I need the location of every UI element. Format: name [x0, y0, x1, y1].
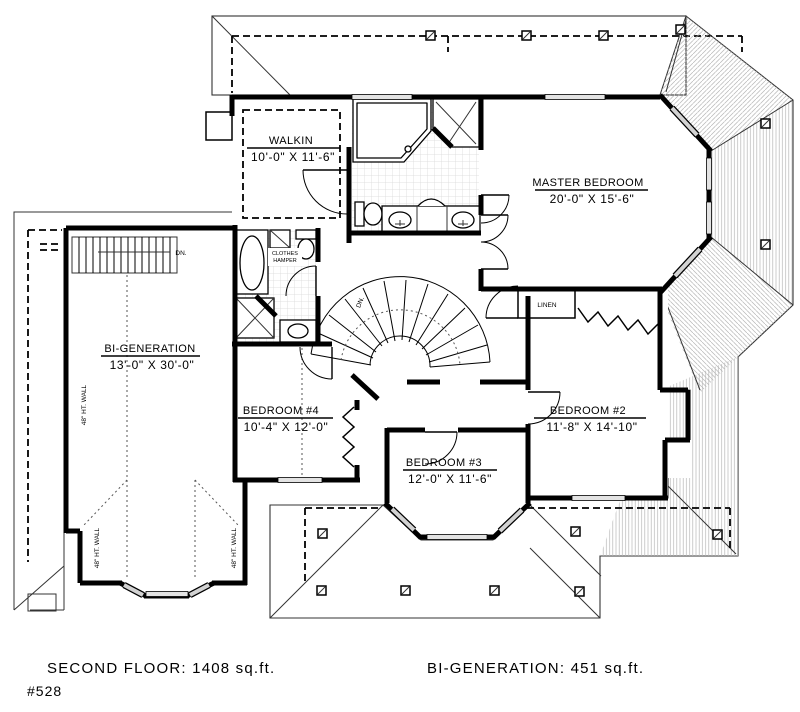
roof-post-icon [400, 585, 411, 596]
second-floor-area-text: SECOND FLOOR: 1408 sq.ft. [47, 660, 275, 677]
room-labels: WALKIN 10'-0" X 11'-6" MASTER BEDROOM 20… [81, 135, 648, 568]
roof-strip-left [13, 211, 232, 612]
roof-post-icon [425, 30, 436, 41]
bifold-closet-doors[interactable] [341, 307, 659, 468]
bathtub-icon [235, 229, 269, 295]
roof-post-icon [574, 586, 585, 597]
bedroom3-label: BEDROOM #3 [406, 457, 482, 469]
roof-post-icon [316, 585, 327, 596]
stairs-down-label: DN. [355, 296, 366, 309]
walkin-label: WALKIN [269, 135, 313, 147]
linen-door [485, 285, 519, 319]
bedroom2-dims: 11'-8" X 14'-10" [546, 420, 637, 434]
roof-top-band [211, 15, 743, 96]
bedroom2-door [527, 391, 561, 425]
half-wall-note: 48" HT. WALL [231, 527, 238, 568]
shower2-icon [235, 294, 278, 339]
corner-tub-icon [352, 98, 432, 163]
chimney [205, 111, 233, 141]
veranda-posts [316, 24, 771, 597]
roof-post-icon [712, 529, 723, 540]
bedroom4-dims: 10'-4" X 12'-0" [244, 420, 329, 434]
roof-post-icon [570, 526, 581, 537]
closet-box-icon [269, 229, 291, 249]
door-arcs[interactable] [285, 169, 561, 465]
master-bathroom-fixtures [352, 98, 481, 235]
roof-post-icon [760, 118, 771, 129]
bedroom4-label: BEDROOM #4 [243, 405, 319, 417]
bi-generation-area-text: BI-GENERATION: 451 sq.ft. [427, 660, 644, 677]
linen-closet: LINEN [517, 289, 576, 319]
bath2-door [285, 265, 317, 297]
roof-post-icon [598, 30, 609, 41]
half-wall-note: 48" HT. WALL [94, 527, 101, 568]
plan-number: #528 [27, 683, 62, 699]
windows [122, 94, 712, 598]
linen-label: LINEN [537, 302, 556, 309]
master-bedroom-dims: 20'-0" X 15'-6" [550, 192, 635, 206]
bi-generation-dims: 13'-0" X 30'-0" [110, 358, 195, 372]
master-double-door [480, 214, 509, 270]
diagonal-windows [122, 105, 703, 598]
bedroom3-dims: 12'-0" X 11'-6" [408, 472, 492, 486]
bedroom4-door [299, 346, 333, 380]
toilet-icon [354, 201, 383, 227]
walkin-dims: 10'-0" X 11'-6" [251, 150, 335, 164]
roof-post-icon [489, 585, 500, 596]
bedroom2-label: BEDROOM #2 [550, 405, 626, 417]
roof-post-icon [760, 239, 771, 250]
walkin-door [302, 169, 348, 215]
walkin-knee-wall [242, 109, 341, 219]
straight-stairs[interactable]: DN. [71, 236, 187, 274]
clothes-hamper-label: HAMPER [273, 258, 297, 264]
master-bath-door [480, 194, 510, 224]
bedroom3-door [424, 431, 458, 465]
footer: SECOND FLOOR: 1408 sq.ft. BI-GENERATION:… [27, 660, 644, 699]
master-bedroom-label: MASTER BEDROOM [532, 177, 643, 189]
bi-generation-label: BI-GENERATION [104, 343, 195, 355]
roof-post-icon [521, 30, 532, 41]
second-bathroom-fixtures: CLOTHES HAMPER [235, 229, 317, 343]
curved-stairs[interactable]: DN. [310, 276, 491, 368]
half-wall-note: 48" HT. WALL [81, 384, 88, 425]
clothes-hamper-label: CLOTHES [272, 251, 298, 257]
stairs-down-label: DN. [175, 250, 186, 257]
sink-icon [279, 319, 317, 343]
roof-post-icon [675, 24, 686, 35]
ceiling-slope-lines [40, 243, 303, 580]
roof-post-icon [317, 528, 328, 539]
double-vanity-icon [381, 198, 481, 235]
